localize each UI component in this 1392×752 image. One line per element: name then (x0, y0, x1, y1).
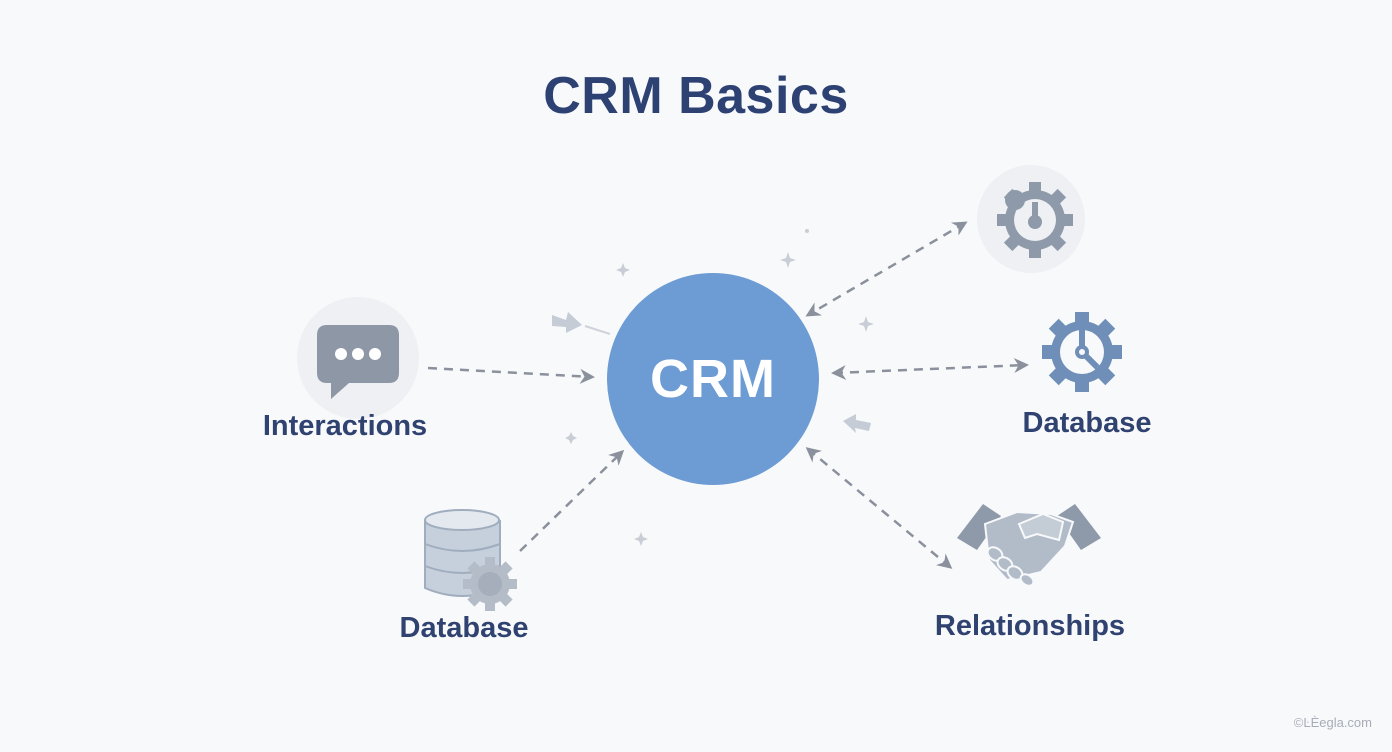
handshake-icon (957, 504, 1101, 587)
connector-interactions (427, 366, 595, 384)
node-label-database-left: Database (399, 612, 529, 644)
sparkle-icon (780, 252, 796, 268)
node-interactions (297, 297, 419, 419)
connector-top-right (805, 221, 968, 317)
decorative-arrow (843, 414, 871, 433)
node-label-database-right: Database (1022, 407, 1152, 439)
sparkle-dot (805, 229, 809, 233)
connector-relationships (805, 447, 953, 569)
database-gear-icon (424, 509, 517, 611)
node-label-relationships: Relationships (934, 610, 1126, 642)
node-label-interactions: Interactions (262, 410, 428, 442)
chat-bubble-icon (317, 325, 399, 399)
decorative-arrow (552, 312, 582, 333)
sparkle-icon (616, 263, 630, 277)
crm-hub-label: CRM (650, 349, 776, 409)
crm-hub: CRM (607, 273, 819, 485)
page-title: CRM Basics (543, 67, 849, 125)
decorative-line (584, 325, 611, 335)
watermark: ©ĿÈegla.com (1293, 715, 1372, 730)
connector-database-right (831, 358, 1029, 380)
gear-clock-wrench-icon (1042, 312, 1122, 392)
connector-database-left (519, 449, 625, 552)
sparkle-icon (858, 316, 874, 332)
sparkle-icon (565, 432, 577, 444)
gear-clock-icon (997, 182, 1073, 258)
sparkle-icon (634, 532, 648, 546)
